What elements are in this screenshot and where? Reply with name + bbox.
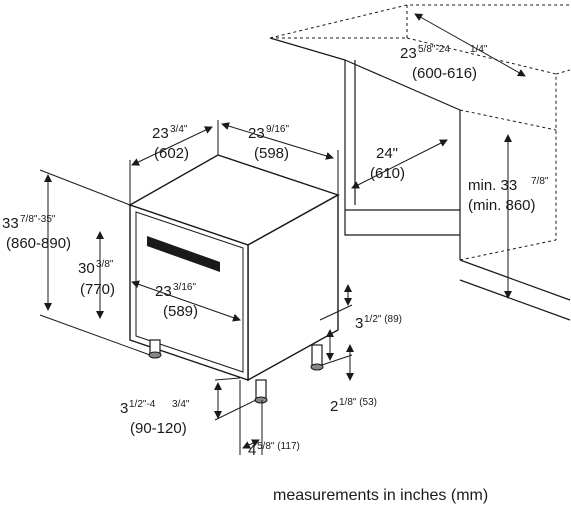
label-rear-foot-in: 2 (330, 398, 338, 415)
niche-outline (269, 4, 571, 321)
label-top-depth-frac: 3/4" (170, 124, 188, 135)
label-foot-height-frac2: 3/4" (172, 399, 190, 410)
label-niche-width-in: 23 (400, 45, 417, 62)
label-body-height-mm: (770) (80, 281, 115, 298)
label-top-width-mm: (598) (254, 145, 289, 162)
label-foot-height-in: 3 (120, 400, 128, 417)
label-niche-depth-mm: (610) (370, 165, 405, 182)
label-top-depth-in: 23 (152, 125, 169, 142)
label-foot-height-mm: (90-120) (130, 420, 187, 437)
label-foot-depth-in: 4 (248, 442, 256, 459)
label-foot-height-frac: 1/2"-4 (129, 399, 156, 410)
label-niche-width-mm: (600-616) (412, 65, 477, 82)
label-front-width-frac: 3/16" (173, 282, 196, 293)
label-height-in: 33 (2, 215, 19, 232)
dimension-lines (39, 13, 526, 455)
label-niche-width-frac2: 1/4" (470, 44, 488, 55)
label-rear-gap-frac: 1/2" (89) (364, 314, 402, 325)
caption-units: measurements in inches (mm) (273, 487, 488, 504)
label-niche-height-in: min. 33 (468, 177, 517, 194)
label-niche-width-frac: 5/8"-24 (418, 44, 450, 55)
label-foot-depth-frac: 5/8" (117) (257, 441, 300, 452)
label-body-height-frac: 3/8" (96, 259, 114, 270)
front-right-foot (255, 379, 267, 399)
label-height-mm: (860-890) (6, 235, 71, 252)
label-niche-depth-in: 24" (376, 145, 398, 162)
label-top-width-frac: 9/16" (266, 124, 289, 135)
label-rear-foot-frac: 1/8" (53) (339, 397, 377, 408)
label-rear-gap-in: 3 (355, 315, 363, 332)
label-front-width-mm: (589) (163, 303, 198, 320)
label-top-width-in: 23 (248, 125, 265, 142)
label-top-depth-mm: (602) (154, 145, 189, 162)
label-front-width-in: 23 (155, 283, 172, 300)
label-niche-height-mm: (min. 860) (468, 197, 536, 214)
handle-bar (147, 236, 220, 272)
label-height-frac: 7/8"-35" (20, 214, 56, 225)
dimension-labels: 23 3/4" (602) 23 9/16" (598) 33 7/8"-35"… (2, 44, 549, 504)
dishwasher-body (128, 154, 340, 404)
label-niche-height-frac: 7/8" (531, 176, 549, 187)
rear-foot (311, 344, 323, 366)
label-body-height-in: 30 (78, 260, 95, 277)
